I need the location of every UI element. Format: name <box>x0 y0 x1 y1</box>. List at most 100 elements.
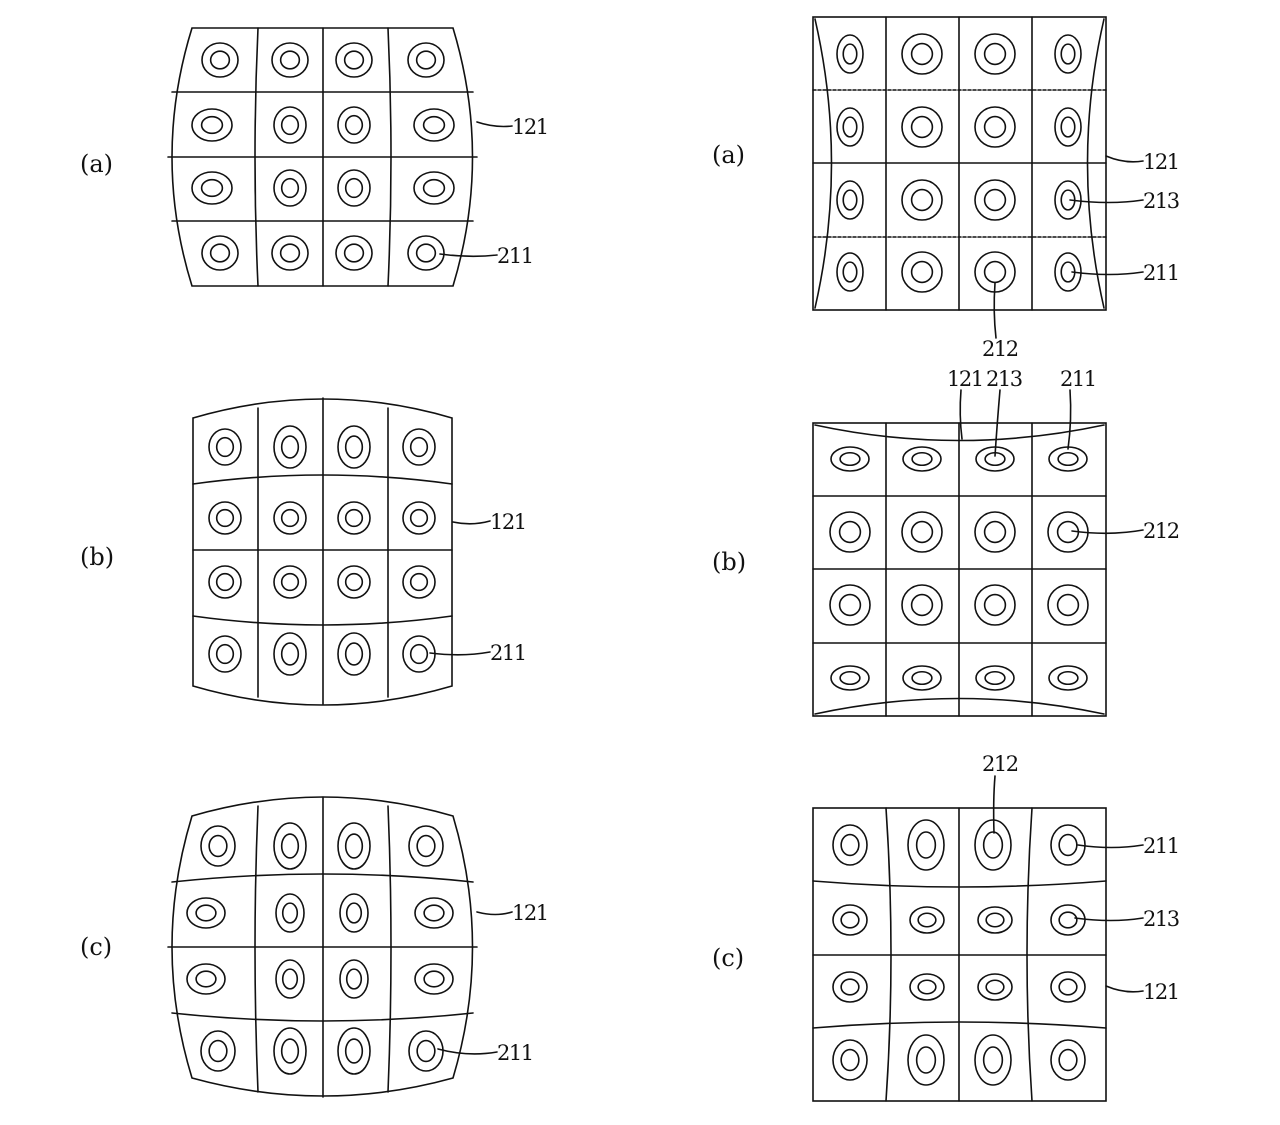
lens-inner-ring <box>215 643 235 665</box>
leader-line-211 <box>1071 271 1144 276</box>
grid-line <box>171 873 474 883</box>
lens-element <box>402 501 436 535</box>
lens-inner-ring <box>344 642 364 666</box>
lens-outer-ring <box>414 963 454 995</box>
lens-element <box>909 973 945 1001</box>
lens-element <box>901 511 943 553</box>
lens-inner-ring <box>280 508 300 528</box>
lens-inner-ring <box>1058 833 1078 857</box>
lens-element <box>337 106 371 144</box>
lens-outer-ring <box>275 893 305 933</box>
lens-outer-ring <box>273 565 307 599</box>
lens-inner-ring <box>910 42 934 66</box>
lens-inner-ring <box>345 968 363 990</box>
lens-element <box>1054 107 1082 147</box>
lens-element <box>337 425 371 469</box>
labels: (a) 121 211 (b) 121 211 (c) 121 211 (a) … <box>80 115 1180 1065</box>
lens-outer-ring <box>208 635 242 673</box>
lens-element <box>186 897 226 929</box>
lens-outer-ring <box>337 565 371 599</box>
lens-element <box>337 169 371 207</box>
lens-inner-ring <box>280 177 300 199</box>
lens-element <box>974 33 1016 75</box>
lens-element <box>974 1034 1012 1086</box>
lens-outer-ring <box>339 893 369 933</box>
lens-element <box>1050 904 1086 936</box>
lens-outer-ring <box>337 822 371 870</box>
lens-inner-ring <box>280 1038 300 1064</box>
lens-outer-ring <box>829 511 871 553</box>
panel-label-left-c: (c) <box>80 933 112 961</box>
lens-inner-ring <box>416 1039 436 1063</box>
lens-outer-ring <box>901 511 943 553</box>
lens-outer-ring <box>275 959 305 999</box>
lens-inner-ring <box>208 1039 228 1063</box>
lens-inner-ring <box>842 43 858 65</box>
lens-outer-ring <box>413 108 455 142</box>
lens-inner-ring <box>409 436 429 458</box>
lens-element <box>275 893 305 933</box>
ref-label-121: 121 <box>1143 980 1179 1004</box>
ref-label-211: 211 <box>497 244 533 268</box>
lens-element <box>273 501 307 535</box>
lens-element <box>402 635 436 673</box>
lens-inner-ring <box>1057 451 1079 467</box>
lens-element <box>836 107 864 147</box>
lens-inner-ring <box>409 508 429 528</box>
ref-label-121: 121 <box>947 367 983 391</box>
lens-outer-ring <box>414 897 454 929</box>
lens-inner-ring <box>915 831 937 859</box>
lens-outer-ring <box>901 106 943 148</box>
leader-line-213 <box>1069 199 1144 204</box>
grid-line <box>812 880 1107 888</box>
grid-line <box>387 805 392 1093</box>
lens-element <box>901 251 943 293</box>
lens-inner-ring <box>344 572 364 592</box>
lens-element <box>414 963 454 995</box>
lens-outer-ring <box>901 33 943 75</box>
lens-element <box>1050 971 1086 1003</box>
lens-outer-ring <box>909 973 945 1001</box>
lens-inner-ring <box>200 178 224 198</box>
lens-element <box>977 906 1013 934</box>
lens-element <box>407 235 445 271</box>
lens-outer-ring <box>200 1030 236 1072</box>
lens-outer-ring <box>407 42 445 78</box>
leader-line-211 <box>439 253 498 258</box>
lens-element <box>402 428 436 466</box>
lens-element <box>901 106 943 148</box>
lens-element <box>275 959 305 999</box>
lens-element <box>335 42 373 78</box>
frame-outline <box>192 398 453 706</box>
lens-inner-ring <box>910 520 934 544</box>
lens-element <box>273 425 307 469</box>
lens-element <box>907 1034 945 1086</box>
lens-outer-ring <box>339 959 369 999</box>
lens-element <box>975 665 1015 691</box>
panel-label-left-b: (b) <box>80 543 114 571</box>
lens-outer-ring <box>191 108 233 142</box>
lens-inner-ring <box>1058 978 1078 996</box>
leader-line-211 <box>1077 844 1144 849</box>
lens-outer-ring <box>909 906 945 934</box>
lens-outer-ring <box>901 251 943 293</box>
grid-line <box>812 1021 1107 1029</box>
lens-inner-ring <box>910 260 934 284</box>
leader-line-121 <box>452 520 491 525</box>
ref-label-212: 212 <box>982 337 1018 361</box>
lens-outer-ring <box>836 107 864 147</box>
lens-outer-ring <box>335 42 373 78</box>
lens-inner-ring <box>344 114 364 136</box>
lens-inner-ring <box>422 115 446 135</box>
lens-inner-ring <box>840 833 860 857</box>
lens-inner-ring <box>840 1048 860 1072</box>
lens-inner-ring <box>983 520 1007 544</box>
lens-element <box>836 180 864 220</box>
lens-outer-ring <box>273 425 307 469</box>
lens-outer-ring <box>974 511 1016 553</box>
lens-outer-ring <box>191 171 233 205</box>
lens-element <box>832 971 868 1003</box>
leader-line-212 <box>992 775 996 834</box>
lens-outer-ring <box>1050 971 1086 1003</box>
lens-inner-ring <box>416 834 436 858</box>
